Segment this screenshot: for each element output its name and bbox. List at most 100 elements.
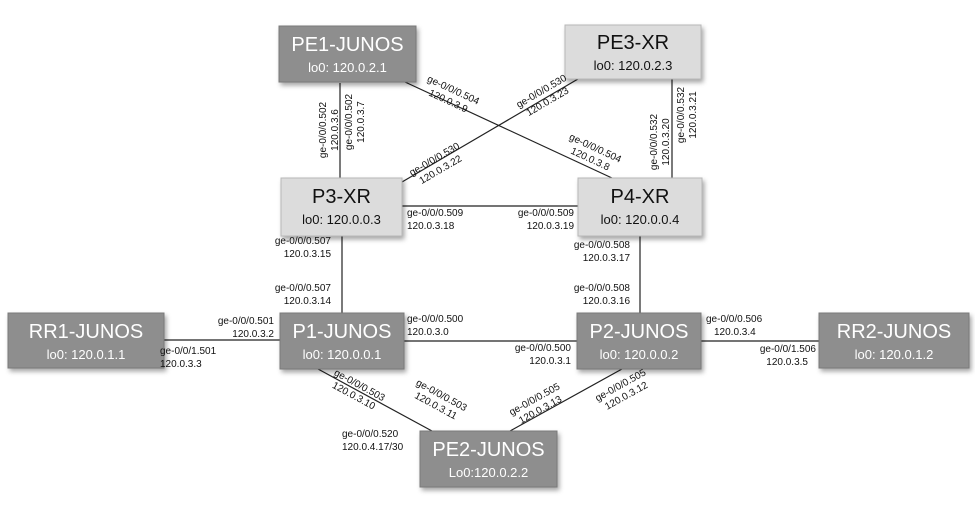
- router-p3-xr[interactable]: P3-XR lo0: 120.0.0.3: [280, 177, 403, 237]
- label-address: 120.0.3.18: [407, 221, 455, 232]
- label-rr1-p1-a: ge-0/0/0.501 120.0.3.2: [218, 316, 275, 340]
- node-name: RR1-JUNOS: [29, 321, 143, 343]
- label-address: 120.0.3.17: [583, 253, 631, 264]
- label-address: 120.0.3.16: [583, 296, 631, 307]
- label-p2-pe2-b: ge-0/0/0.505 120.0.3.12: [594, 367, 651, 412]
- label-p1-p2-a: ge-0/0/0.500 120.0.3.0: [407, 314, 464, 338]
- label-interface: ge-0/0/0.509: [407, 208, 464, 219]
- router-rr2-junos[interactable]: RR2-JUNOS lo0: 120.0.1.2: [818, 312, 970, 369]
- label-address: 120.0.3.7: [356, 101, 367, 143]
- node-loopback: lo0: 120.0.0.4: [601, 212, 680, 227]
- node-box: [279, 312, 405, 370]
- label-interface: ge-0/0/0.507: [275, 236, 332, 247]
- router-pe2-junos[interactable]: PE2-JUNOS Lo0:120.0.2.2: [419, 430, 558, 488]
- label-address: 120.0.3.4: [714, 327, 756, 338]
- router-p4-xr[interactable]: P4-XR lo0: 120.0.0.4: [577, 177, 703, 237]
- node-box: [577, 177, 703, 237]
- label-interface: ge-0/0/0.500: [515, 343, 572, 354]
- label-pe1-p3-b: ge-0/0/0.502 120.0.3.7: [344, 93, 367, 150]
- label-p3-p4-b: ge-0/0/0.509 120.0.3.19: [518, 208, 575, 232]
- router-p2-junos[interactable]: P2-JUNOS lo0: 120.0.0.2: [576, 312, 702, 370]
- node-box: [419, 430, 558, 488]
- node-name: P3-XR: [312, 186, 371, 208]
- label-interface: ge-0/0/0.520: [342, 429, 399, 440]
- node-name: P1-JUNOS: [293, 321, 392, 343]
- label-interface: ge-0/0/0.507: [275, 283, 332, 294]
- node-name: PE2-JUNOS: [432, 439, 544, 461]
- label-interface: ge-0/0/0.502: [344, 93, 355, 150]
- label-pe1-p3-a: ge-0/0/0.502 120.0.3.6: [318, 101, 341, 158]
- node-box: [7, 312, 165, 369]
- router-pe3-xr[interactable]: PE3-XR lo0: 120.0.2.3: [564, 24, 702, 80]
- label-pe3-p4-b: ge-0/0/0.532 120.0.3.20: [649, 113, 672, 170]
- label-interface: ge-0/0/0.501: [218, 316, 275, 327]
- label-address: 120.0.3.2: [232, 329, 274, 340]
- nodes-layer: PE1-JUNOS lo0: 120.0.2.1 PE3-XR lo0: 120…: [7, 24, 970, 488]
- link-pe3-p3: [401, 78, 579, 183]
- label-address: 120.0.3.20: [661, 118, 672, 166]
- link-p1-pe2: [317, 368, 433, 432]
- node-loopback: lo0: 120.0.0.2: [600, 347, 679, 362]
- node-name: PE1-JUNOS: [291, 34, 403, 56]
- node-box: [278, 25, 417, 83]
- node-loopback: lo0: 120.0.2.3: [594, 58, 673, 73]
- label-p2-pe2-a: ge-0/0/0.505 120.0.3.13: [508, 381, 565, 426]
- link-pe1-p4: [404, 81, 613, 179]
- label-address: 120.0.3.3: [160, 359, 202, 370]
- router-pe1-junos[interactable]: PE1-JUNOS lo0: 120.0.2.1: [278, 25, 417, 83]
- label-address: 120.0.3.15: [284, 249, 332, 260]
- label-address: 120.0.3.0: [407, 327, 449, 338]
- label-pe2-extra: ge-0/0/0.520 120.0.4.17/30: [342, 429, 404, 453]
- node-loopback: lo0: 120.0.0.1: [303, 347, 382, 362]
- label-p1-pe2-b: ge-0/0/0.503 120.0.3.11: [412, 378, 468, 423]
- node-box: [576, 312, 702, 370]
- label-interface: ge-0/0/0.532: [649, 113, 660, 170]
- node-loopback: lo0: 120.0.2.1: [308, 60, 387, 75]
- label-address: 120.0.3.19: [527, 221, 575, 232]
- node-name: P4-XR: [611, 186, 670, 208]
- node-name: P2-JUNOS: [590, 321, 689, 343]
- label-interface: ge-0/0/0.508: [574, 283, 631, 294]
- label-pe3-p4-a: ge-0/0/0.532 120.0.3.21: [676, 86, 699, 143]
- router-p1-junos[interactable]: P1-JUNOS lo0: 120.0.0.1: [279, 312, 405, 370]
- label-interface: ge-0/0/0.508: [574, 240, 631, 251]
- label-address: 120.0.3.6: [330, 109, 341, 151]
- node-loopback: lo0: 120.0.0.3: [302, 212, 381, 227]
- label-address: 120.0.3.5: [766, 357, 808, 368]
- label-p1-p2-b: ge-0/0/0.500 120.0.3.1: [515, 343, 572, 367]
- label-p2-rr2-b: ge-0/0/1.506 120.0.3.5: [760, 344, 817, 368]
- node-box: [564, 24, 702, 80]
- node-box: [280, 177, 403, 237]
- links-layer: [164, 78, 819, 432]
- label-pe1-p4-a: ge-0/0/0.504 120.0.3.9: [425, 74, 481, 116]
- label-pe1-p4-b: ge-0/0/0.504 120.0.3.8: [567, 132, 623, 174]
- label-address: 120.0.3.21: [688, 91, 699, 139]
- node-name: RR2-JUNOS: [837, 321, 951, 343]
- label-interface: ge-0/0/0.509: [518, 208, 575, 219]
- label-rr1-p1-b: ge-0/0/1.501 120.0.3.3: [160, 346, 217, 370]
- label-p3-p1-a: ge-0/0/0.507 120.0.3.15: [275, 236, 332, 260]
- label-address: 120.0.3.1: [529, 356, 571, 367]
- label-p1-pe2-a: ge-0/0/0.503 120.0.3.10: [330, 368, 387, 413]
- label-p4-p2-b: ge-0/0/0.508 120.0.3.16: [574, 283, 631, 307]
- labels-layer: ge-0/0/0.502 120.0.3.6 ge-0/0/0.502 120.…: [160, 73, 816, 453]
- node-loopback: lo0: 120.0.1.1: [47, 347, 126, 362]
- label-p3-p1-b: ge-0/0/0.507 120.0.3.14: [275, 283, 332, 307]
- router-rr1-junos[interactable]: RR1-JUNOS lo0: 120.0.1.1: [7, 312, 165, 369]
- label-pe3-p3-a: ge-0/0/0.530 120.0.3.23: [515, 73, 572, 119]
- label-interface: ge-0/0/0.506: [706, 314, 763, 325]
- label-pe3-p3-b: ge-0/0/0.530 120.0.3.22: [408, 141, 465, 187]
- node-box: [818, 312, 970, 369]
- label-address: 120.0.4.17/30: [342, 442, 404, 453]
- label-address: 120.0.3.14: [284, 296, 332, 307]
- node-loopback: lo0: 120.0.1.2: [855, 347, 934, 362]
- label-interface: ge-0/0/0.532: [676, 86, 687, 143]
- label-interface: ge-0/0/1.506: [760, 344, 817, 355]
- label-interface: ge-0/0/1.501: [160, 346, 217, 357]
- node-name: PE3-XR: [597, 32, 669, 54]
- label-interface: ge-0/0/0.500: [407, 314, 464, 325]
- link-p2-pe2: [509, 368, 623, 432]
- label-interface: ge-0/0/0.502: [318, 101, 329, 158]
- node-loopback: Lo0:120.0.2.2: [449, 465, 529, 480]
